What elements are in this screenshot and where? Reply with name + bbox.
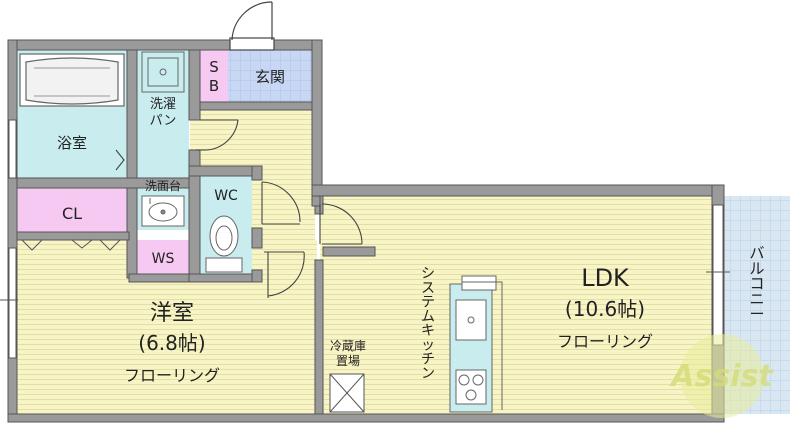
storage-label: WS bbox=[152, 251, 175, 267]
western-room-floor-label: フローリング bbox=[124, 366, 220, 385]
western-room-size: (6.8帖) bbox=[138, 331, 205, 355]
closet-floor bbox=[17, 188, 129, 232]
walls bbox=[7, 39, 725, 423]
bath-label: 浴室 bbox=[57, 134, 87, 152]
assist-logo: Assist bbox=[669, 334, 774, 418]
fridge-label: 冷蔵庫置場 bbox=[330, 339, 366, 368]
washer-label: 洗濯パン bbox=[150, 97, 177, 128]
toilet bbox=[205, 215, 243, 273]
bathtub bbox=[19, 53, 125, 107]
kitchen-counter bbox=[449, 275, 503, 413]
ldk-floor bbox=[320, 196, 712, 416]
western-room-name: 洋室 bbox=[150, 301, 194, 326]
interior-doors bbox=[115, 119, 363, 298]
assist-logo-text: Assist bbox=[669, 359, 774, 394]
balcony-label: バルコニー bbox=[749, 244, 764, 323]
closet-doors bbox=[21, 239, 121, 251]
sink-label: 洗面台 bbox=[145, 178, 181, 193]
wc-label: WC bbox=[214, 188, 238, 204]
entrance-floor bbox=[228, 50, 312, 102]
kitchen-label: システムキッチン bbox=[421, 266, 435, 382]
ldk-floor-label: フローリング bbox=[557, 332, 653, 351]
shoe-box-floor bbox=[200, 50, 228, 102]
ldk-size: (10.6帖) bbox=[565, 297, 645, 321]
entrance-label: 玄関 bbox=[255, 68, 285, 86]
ldk-name: LDK bbox=[581, 264, 630, 292]
washbasin bbox=[141, 195, 185, 227]
hallway-lower-floor bbox=[262, 240, 317, 305]
closet-label: CL bbox=[62, 204, 82, 223]
washer-pan bbox=[141, 51, 185, 93]
entrance-door bbox=[229, 1, 275, 51]
fridge-space bbox=[329, 373, 365, 413]
walk-in-storage-floor bbox=[137, 240, 189, 274]
